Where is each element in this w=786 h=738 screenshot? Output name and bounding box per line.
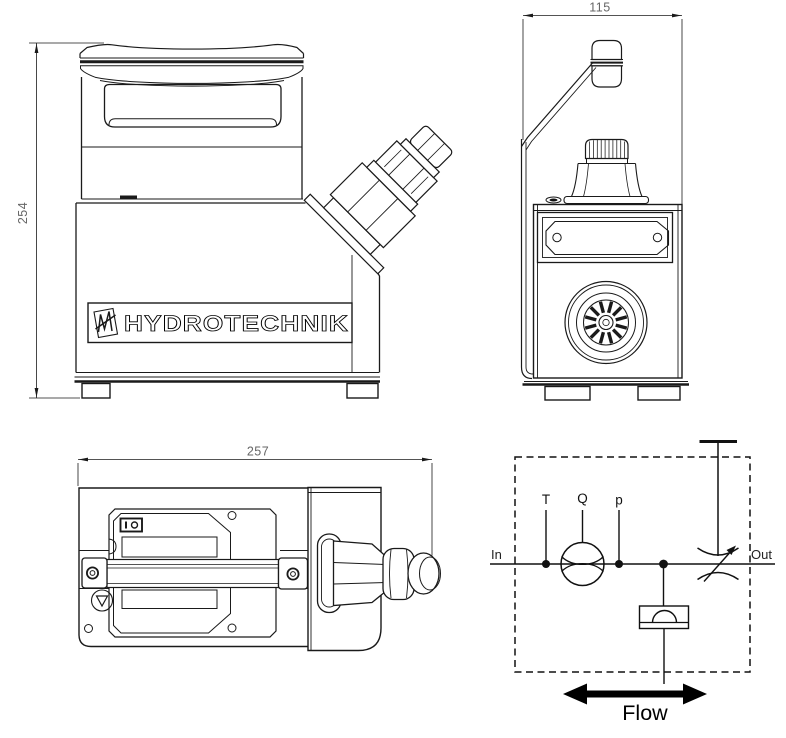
dim-arrow-left [523, 13, 533, 18]
side-left-foot [544, 385, 591, 401]
flow-rate-label: Q [577, 491, 588, 506]
front-height-dim-label: 254 [16, 202, 30, 224]
display-window-lower [121, 589, 218, 609]
top-width-dim-label: 257 [247, 445, 269, 459]
display-window-upper [121, 536, 218, 558]
side-right-foot [637, 385, 681, 401]
dim-arrow-up [34, 43, 39, 53]
handle-opening [103, 83, 282, 128]
front-height-dimension [29, 42, 104, 399]
side-round-connector [564, 280, 648, 365]
connector-hex-nut [332, 540, 387, 607]
hydraulic-schematic [490, 440, 775, 705]
front-right-foot [346, 382, 379, 399]
dim-arrow-right [422, 457, 432, 462]
top-handle-bar [81, 557, 309, 590]
flow-direction-arrow [563, 683, 707, 705]
inlet-label: In [491, 547, 502, 562]
front-angled-connector [303, 125, 453, 275]
top-side-connector [316, 533, 441, 614]
side-label-plate [536, 211, 674, 264]
triangle-icon [95, 595, 109, 608]
connector-end-face [407, 552, 440, 595]
temperature-label: T [542, 492, 550, 507]
top-width-dimension [77, 457, 433, 556]
handle-bracket-right [277, 557, 309, 590]
warning-symbol-circle [90, 589, 114, 612]
connector-spokes [584, 301, 628, 344]
pressure-label: p [615, 493, 623, 508]
front-left-foot [81, 382, 111, 399]
outlet-label: Out [751, 547, 772, 562]
throttle-valve-symbol [697, 440, 739, 582]
side-handle [520, 39, 623, 380]
dim-arrow-down [34, 388, 39, 398]
front-lower-body [74, 202, 381, 399]
connector-end-cap [409, 125, 453, 169]
knurl-hatching [589, 139, 625, 159]
pressure-tap [615, 510, 623, 568]
handle-grip-knob [591, 39, 623, 61]
branch-valve-symbol [638, 559, 690, 684]
top-panel [84, 508, 277, 638]
front-upper-body [80, 77, 303, 200]
side-top-connector [545, 138, 650, 205]
side-width-dim-label: 115 [589, 1, 610, 15]
flow-direction-label: Flow [622, 701, 668, 725]
hydrotechnik-logo-icon [93, 307, 119, 339]
flow-meter-symbol [560, 510, 605, 587]
side-width-dimension [522, 13, 683, 204]
switch-off-mark [130, 521, 139, 529]
device-boundary-dashed [514, 456, 751, 673]
top-view [77, 457, 441, 652]
dim-arrow-left [78, 457, 88, 462]
brand-label: HYDROTECHNIK [124, 311, 349, 336]
front-top-cap [79, 43, 305, 128]
side-view [520, 13, 689, 401]
brand-plate [87, 302, 353, 344]
dim-arrow-right [672, 13, 682, 18]
front-view [29, 42, 453, 399]
temperature-tap [542, 510, 550, 568]
power-switch[interactable] [119, 517, 143, 533]
side-base [522, 381, 689, 401]
handle-screw-right [286, 567, 300, 581]
handle-screw-left [86, 566, 100, 580]
port-plug [545, 196, 562, 204]
